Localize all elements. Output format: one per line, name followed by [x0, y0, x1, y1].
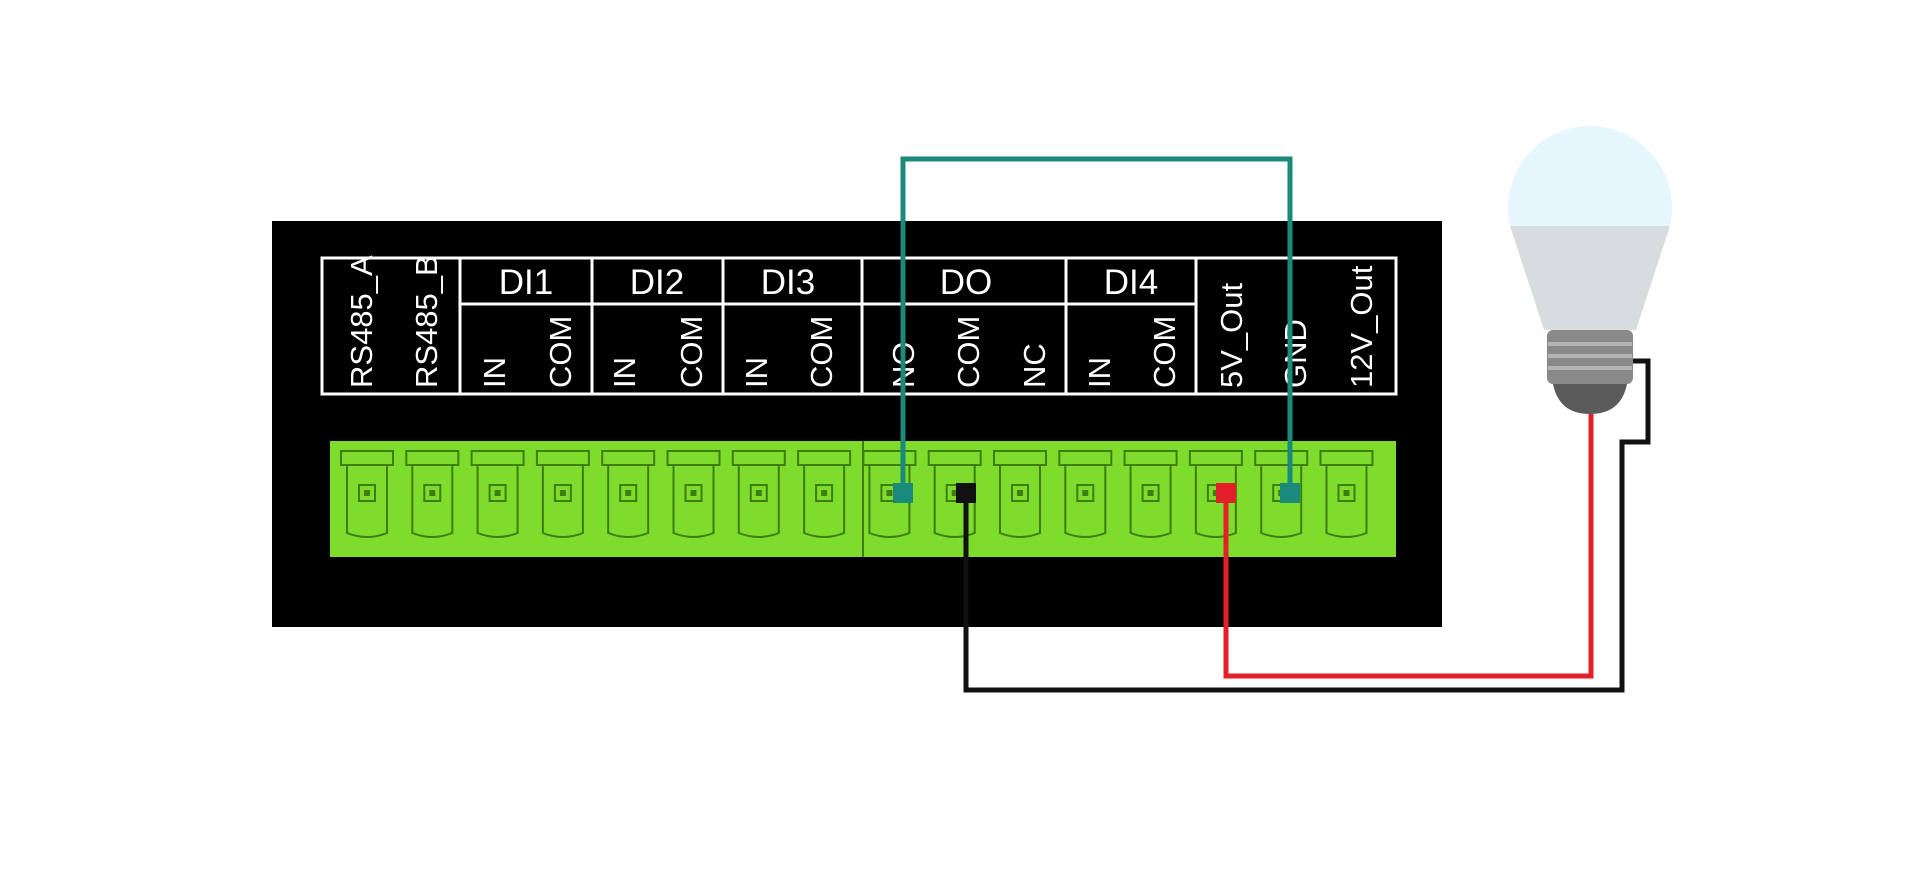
teal-wire-end-no — [893, 483, 913, 503]
terminal-connector-strip — [330, 441, 1396, 557]
black-wire — [963, 358, 1651, 693]
label-di2-in: IN — [607, 357, 642, 388]
label-do-com: COM — [951, 316, 986, 388]
group-label-di3: DI3 — [761, 263, 815, 302]
label-di3-in: IN — [739, 357, 774, 388]
red-wire — [1223, 414, 1594, 679]
terminal-screw — [405, 450, 460, 538]
teal-wire — [900, 156, 1293, 493]
label-5v-out: 5V_Out — [1214, 282, 1249, 388]
connector-block-left — [330, 441, 862, 557]
terminal-screw — [862, 450, 917, 538]
terminal-screw — [797, 450, 852, 538]
terminal-screw — [340, 450, 394, 538]
group-label-di2: DI2 — [630, 263, 684, 302]
group-label-di4: DI4 — [1104, 263, 1158, 302]
bulb-tip — [1553, 384, 1627, 414]
terminal-screw — [470, 450, 525, 538]
terminal-screw — [993, 450, 1047, 538]
label-gnd: GND — [1278, 319, 1313, 388]
bulb-globe — [1508, 126, 1673, 226]
terminal-screw — [601, 450, 656, 538]
group-label-do: DO — [940, 263, 993, 302]
board-background — [272, 221, 1442, 627]
terminal-screw — [535, 450, 590, 538]
group-label-di1: DI1 — [499, 263, 553, 302]
terminal-screw — [1319, 450, 1374, 538]
label-di4-com: COM — [1147, 316, 1182, 388]
label-di1-in: IN — [477, 357, 512, 388]
terminal-screw — [666, 450, 721, 538]
label-do-nc: NC — [1017, 343, 1052, 388]
terminal-screw — [1123, 450, 1178, 538]
label-di2-com: COM — [674, 316, 709, 388]
light-bulb-icon — [1508, 126, 1673, 414]
wires — [900, 156, 1651, 693]
label-rs485-b: RS485_B — [409, 255, 444, 388]
terminal-screw — [731, 450, 786, 538]
label-di3-com: COM — [804, 316, 839, 388]
terminal-label-table — [320, 256, 1398, 396]
terminal-screw — [1058, 450, 1113, 538]
label-di1-com: COM — [543, 316, 578, 388]
red-wire-end-5v — [1216, 483, 1236, 503]
label-di4-in: IN — [1082, 357, 1117, 388]
label-12v-out: 12V_Out — [1344, 265, 1379, 388]
teal-wire-end-gnd — [1280, 483, 1300, 503]
label-rs485-a: RS485_A — [344, 255, 379, 388]
bulb-body — [1510, 226, 1670, 330]
black-wire-end-com — [956, 483, 976, 503]
controller-board: DI1 DI2 DI3 DO DI4 RS485_A RS485_B IN CO… — [272, 221, 1442, 627]
